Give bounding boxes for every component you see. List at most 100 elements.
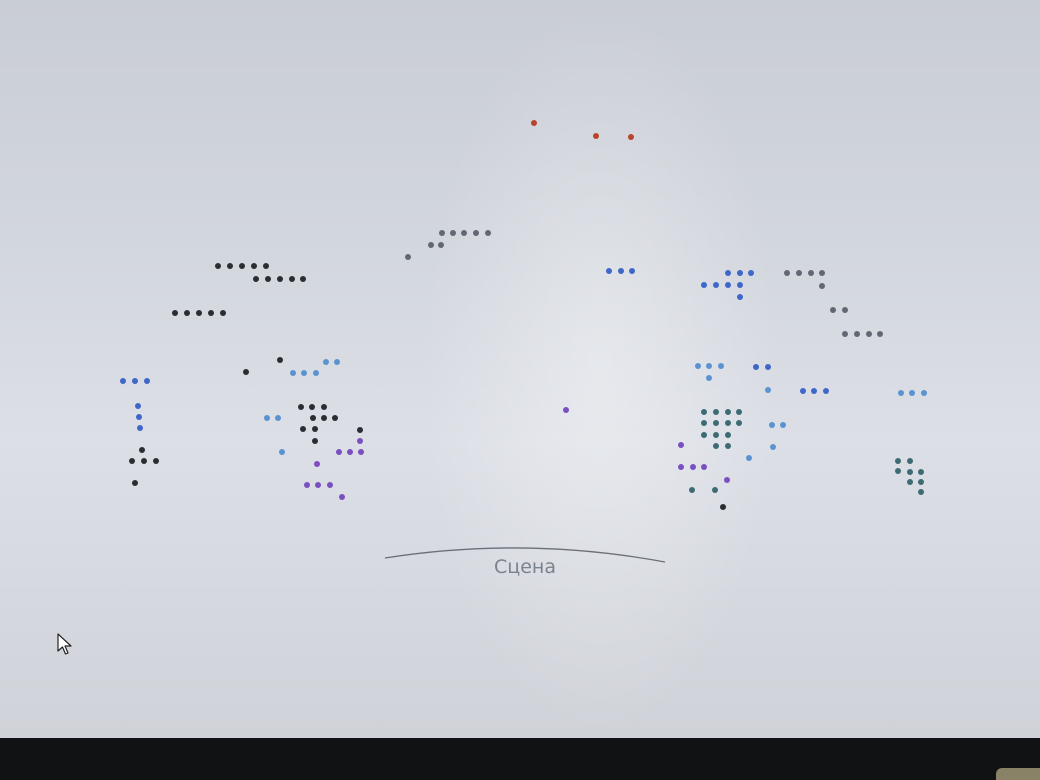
seat[interactable] [132,378,138,384]
seat[interactable] [898,390,904,396]
seat[interactable] [136,414,142,420]
seat[interactable] [909,390,915,396]
seat[interactable] [784,270,790,276]
seat[interactable] [725,443,731,449]
seat[interactable] [713,432,719,438]
seat[interactable] [712,487,718,493]
seat[interactable] [748,270,754,276]
seat[interactable] [737,270,743,276]
seat[interactable] [725,432,731,438]
seat[interactable] [830,307,836,313]
seat[interactable] [265,276,271,282]
seat[interactable] [713,282,719,288]
seat[interactable] [918,479,924,485]
seat[interactable] [298,404,304,410]
seat[interactable] [628,134,634,140]
seat[interactable] [196,310,202,316]
seat[interactable] [770,444,776,450]
seat[interactable] [718,363,724,369]
seat[interactable] [736,409,742,415]
seat[interactable] [275,415,281,421]
seat[interactable] [215,263,221,269]
seat[interactable] [725,409,731,415]
seat[interactable] [144,378,150,384]
seat[interactable] [678,442,684,448]
seat[interactable] [450,230,456,236]
seat[interactable] [769,422,775,428]
seat[interactable] [877,331,883,337]
seat[interactable] [141,458,147,464]
seat[interactable] [279,449,285,455]
seat[interactable] [263,263,269,269]
seat[interactable] [309,404,315,410]
seat[interactable] [918,469,924,475]
seat[interactable] [811,388,817,394]
seat[interactable] [842,307,848,313]
seat[interactable] [184,310,190,316]
seat[interactable] [321,415,327,421]
seat[interactable] [819,270,825,276]
seat[interactable] [132,480,138,486]
seat[interactable] [678,464,684,470]
seat[interactable] [438,242,444,248]
seat[interactable] [277,357,283,363]
seat[interactable] [220,310,226,316]
seat[interactable] [172,310,178,316]
seat[interactable] [120,378,126,384]
seat[interactable] [531,120,537,126]
seat[interactable] [701,409,707,415]
seat[interactable] [137,425,143,431]
seat[interactable] [701,464,707,470]
seat[interactable] [239,263,245,269]
seat[interactable] [713,443,719,449]
seat[interactable] [301,370,307,376]
seat[interactable] [921,390,927,396]
seat[interactable] [907,479,913,485]
seat[interactable] [129,458,135,464]
seat[interactable] [347,449,353,455]
seat[interactable] [227,263,233,269]
seat[interactable] [907,458,913,464]
seat[interactable] [313,370,319,376]
seat[interactable] [800,388,806,394]
seat[interactable] [725,420,731,426]
seat[interactable] [300,276,306,282]
seat[interactable] [208,310,214,316]
seat[interactable] [823,388,829,394]
seat[interactable] [918,489,924,495]
seat[interactable] [253,276,259,282]
seat[interactable] [866,331,872,337]
seat[interactable] [312,426,318,432]
seat[interactable] [473,230,479,236]
seat[interactable] [405,254,411,260]
seat[interactable] [593,133,599,139]
seat[interactable] [737,294,743,300]
seat[interactable] [842,331,848,337]
seat[interactable] [796,270,802,276]
seat[interactable] [606,268,612,274]
seat[interactable] [895,458,901,464]
seat[interactable] [139,447,145,453]
seat[interactable] [289,276,295,282]
seat[interactable] [725,282,731,288]
seat[interactable] [713,409,719,415]
seat[interactable] [895,468,901,474]
seat[interactable] [485,230,491,236]
seat[interactable] [689,487,695,493]
seat[interactable] [618,268,624,274]
seat[interactable] [439,230,445,236]
seat[interactable] [713,420,719,426]
seat[interactable] [706,375,712,381]
seat[interactable] [251,263,257,269]
seat[interactable] [334,359,340,365]
seat[interactable] [746,455,752,461]
seat[interactable] [332,415,338,421]
seat[interactable] [315,482,321,488]
seat[interactable] [323,359,329,365]
seat[interactable] [753,364,759,370]
seat[interactable] [563,407,569,413]
seat[interactable] [357,438,363,444]
seat[interactable] [737,282,743,288]
seat[interactable] [780,422,786,428]
seat[interactable] [135,403,141,409]
